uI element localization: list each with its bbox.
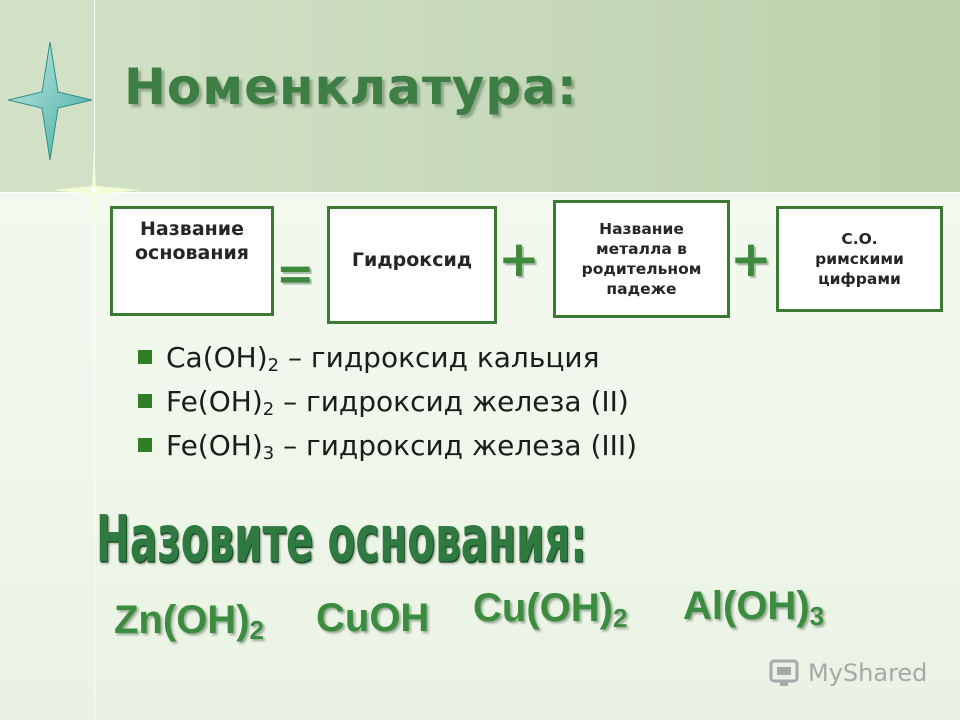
example-subscript: 3 [262,443,275,464]
decorative-vertical-line [94,0,95,720]
equals-sign: = [276,246,315,300]
formula-aluminium-hydroxide: Al(OH)3 [683,584,824,629]
square-bullet-icon [138,394,152,408]
oxidation-state-line3: цифрами [818,270,901,288]
square-bullet-icon [138,438,152,452]
formula-main: Zn(OH) [114,598,250,642]
sparkle-icon [52,150,142,230]
formula-main: Al(OH) [683,584,810,628]
example-item: Ca(OH)2 – гидроксид кальция [134,336,637,380]
base-name-line2: основания [135,242,249,264]
example-item: Fe(OH)3 – гидроксид железа (III) [134,424,637,468]
plus-sign-1: + [498,230,540,288]
example-name: – гидроксид кальция [288,341,600,374]
plus-sign-2: + [730,230,772,288]
formula-subscript: 2 [612,603,628,633]
oxidation-state-line2: римскими [815,250,904,268]
base-name-box: Название основания [110,206,274,316]
example-item: Fe(OH)2 – гидроксид железа (II) [134,380,637,424]
formula-copper-i-hydroxide: CuOH [316,596,429,641]
watermark-text: MyShared [808,659,928,687]
formula-subscript: 2 [249,615,264,645]
metal-name-line4: падеже [606,280,677,298]
header-band [0,0,960,192]
metal-name-line2: металла в [596,240,687,258]
myshared-logo-icon [769,659,799,686]
four-point-star-icon [8,42,92,160]
formula-main: Cu(OH) [473,586,613,630]
example-subscript: 2 [267,355,280,376]
base-name-line1: Название [140,218,244,240]
formula-zinc-hydroxide: Zn(OH)2 [114,598,264,643]
oxidation-state-line1: С.О. [841,230,878,248]
example-subscript: 2 [262,399,275,420]
examples-list: Ca(OH)2 – гидроксид кальция Fe(OH)2 – ги… [134,336,637,468]
decorative-horizontal-line [0,192,960,193]
formula-copper-ii-hydroxide: Cu(OH)2 [473,586,627,631]
square-bullet-icon [138,350,152,364]
formula-main: CuOH [316,596,430,640]
metal-name-line1: Название [599,220,684,238]
hydroxide-label: Гидроксид [351,249,473,271]
hydroxide-box: Гидроксид [327,206,497,324]
example-formula: Fe(OH) [166,429,263,462]
task-heading: Назовите основания: [96,497,587,583]
example-name: – гидроксид железа (II) [283,385,629,418]
example-formula: Ca(OH) [166,341,268,374]
example-name: – гидроксид железа (III) [283,429,638,462]
formula-subscript: 3 [809,601,825,631]
example-formula: Fe(OH) [166,385,263,418]
task-heading-text: Назовите основания: [96,502,587,577]
watermark: MyShared [768,656,927,690]
metal-name-box: Название металла в родительном падеже [553,200,730,318]
metal-name-line3: родительном [581,260,702,278]
oxidation-state-box: С.О. римскими цифрами [776,206,943,312]
page-title: Номенклатура: [124,58,578,116]
